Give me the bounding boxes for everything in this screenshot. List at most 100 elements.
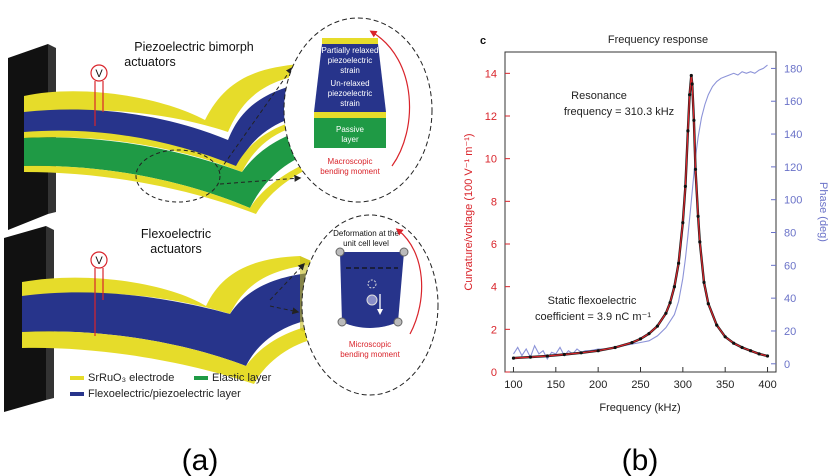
curvature-data-point [757,352,761,356]
bimorph-voltage-symbol: V [95,68,103,80]
annotation-resonance-2: frequency = 310.3 kHz [564,106,674,118]
annotation-static-1: Static flexoelectric [548,295,637,307]
y2-tick-label: 0 [784,359,790,371]
annotation-resonance-1: Resonance [571,90,627,102]
curvature-data-point [638,337,643,341]
flexo-inset-def-2: unit cell level [343,239,389,248]
curvature-data-point [579,351,583,355]
piezo-strain-block [314,44,386,112]
curvature-data-point [528,355,533,359]
curvature-data-point [688,93,692,97]
inset-text-4: Un-relaxed [330,79,369,88]
y-tick-label: 2 [491,324,497,336]
curvature-data-point [681,221,685,225]
curvature-data-point [690,82,694,86]
panel-a-label: (a) [182,444,219,476]
curvature-data-point [749,349,753,353]
bimorph-inset: Partially relaxed piezoelectric strain U… [283,17,433,203]
bimorph-actuator: V Piezoelectric bimorph actuators [8,40,318,230]
curvature-data-point [596,349,600,353]
passive-layer-block [314,118,386,148]
legend-elastic: Elastic layer [212,372,272,384]
inset-moment-2: bending moment [320,167,380,176]
curvature-data-point [613,345,617,350]
curvature-data-point [672,285,677,289]
inset-text-1: Partially relaxed [322,46,379,55]
flexo-inset-moment-1: Microscopic [349,340,391,349]
curvature-data-point [562,352,566,357]
curvature-data-point [715,323,719,327]
y2-tick-label: 40 [784,293,796,305]
legend-srruo3: SrRuO₃ electrode [88,372,174,384]
inset-text-6: strain [340,99,360,108]
bimorph-title-line2: actuators [124,55,175,69]
y2-tick-label: 120 [784,162,802,174]
flexo-voltage-symbol: V [95,255,103,267]
curvature-data-point [545,354,549,358]
y-axis-label: Curvature/voltage (100 V⁻¹ m⁻¹) [463,133,475,290]
y-tick-label: 6 [491,239,497,251]
panel-b-label: (b) [622,444,659,476]
y-tick-label: 4 [491,282,497,294]
legend-flexo: Flexoelectric/piezoelectric layer [88,388,241,400]
annotation-static-2: coefficient = 3.9 nC m⁻¹ [535,311,651,323]
curvature-data-point [630,341,634,345]
x-tick-label: 100 [504,379,522,391]
y2-tick-label: 160 [784,96,802,108]
y2-tick-label: 100 [784,195,802,207]
curvature-data-point [732,341,736,345]
inset-text-2: piezoelectric [328,56,372,65]
curvature-data-point [668,301,672,305]
curvature-data-point [702,280,706,284]
series-curvature-fit-line [513,75,768,359]
inset-text-5: piezoelectric [328,89,372,98]
curvature-data-point [696,214,700,218]
y-tick-label: 0 [491,367,497,379]
legend: SrRuO₃ electrode Elastic layer Flexoelec… [70,372,272,400]
flexo-title-line1: Flexoelectric [141,227,211,241]
curvature-data-point [689,73,693,78]
y2-tick-label: 60 [784,260,796,272]
flexo-actuator: V Flexoelectric actuators [4,226,318,412]
y2-tick-label: 180 [784,63,802,75]
curvature-data-point [683,184,688,188]
inset-moment-1: Macroscopic [328,157,373,166]
unit-cell-block [340,252,404,328]
flexo-title-line2: actuators [150,242,201,256]
y-tick-label: 14 [485,68,497,80]
x-tick-label: 200 [589,379,607,391]
inset-passive-1: Passive [336,125,365,134]
curvature-data-point [706,302,710,306]
y2-axis-label: Phase (deg) [817,182,829,242]
x-tick-label: 250 [631,379,649,391]
curvature-data-point [740,345,744,350]
curvature-data-point [723,335,727,339]
bimorph-title-line1: Piezoelectric bimorph [134,40,254,54]
x-axis-label: Frequency (kHz) [599,402,680,414]
y2-tick-label: 80 [784,228,796,240]
series-phase-line [513,64,768,360]
curvature-data-point [655,324,660,328]
curvature-data-point [693,167,698,171]
inset-passive-2: layer [341,135,359,144]
x-tick-label: 350 [716,379,734,391]
y-tick-label: 8 [491,196,497,208]
curvature-data-point [664,311,668,315]
y2-tick-label: 20 [784,326,796,338]
chart-title: Frequency response [608,34,708,46]
inset-text-3: strain [340,66,360,75]
x-tick-label: 150 [547,379,565,391]
bimorph-top-electrode [24,64,318,132]
curvature-data-point [647,332,651,336]
flexo-inset: Deformation at the unit cell level Micro… [301,214,439,396]
flexo-inset-def-1: Deformation at the [333,229,399,238]
curvature-data-point [686,129,690,133]
y-tick-label: 10 [485,154,497,166]
curvature-data-point [692,118,696,122]
y2-tick-label: 140 [784,129,802,141]
x-tick-label: 400 [758,379,776,391]
plot-frame [504,51,777,373]
x-tick-label: 300 [674,379,692,391]
